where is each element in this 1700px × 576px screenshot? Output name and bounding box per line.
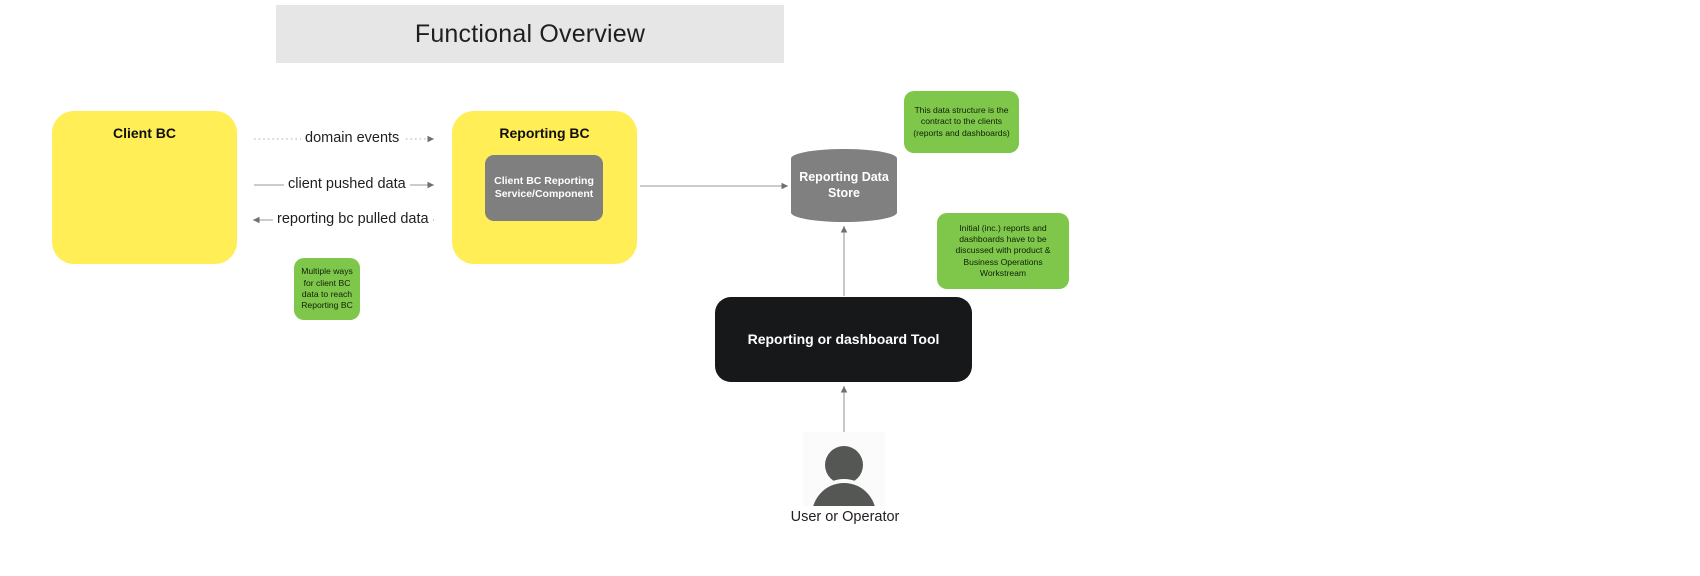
edge-label-client-pushed-data: client pushed data [284,176,410,192]
node-client-bc-label: Client BC [113,125,176,141]
person-icon [803,432,885,506]
node-client-bc[interactable]: Client BC [52,111,237,264]
node-reporting-service-component[interactable]: Client BC Reporting Service/Component [485,155,603,221]
node-actor-label: User or Operator [790,509,900,525]
node-reporting-data-store-label: Reporting Data Store [799,170,889,200]
node-reporting-tool-label: Reporting or dashboard Tool [747,331,940,348]
edge-label-domain-events: domain events [301,130,404,146]
node-reporting-bc-label: Reporting BC [499,125,590,141]
person-body [812,483,876,506]
edge-label-reporting-bc-pulled-data: reporting bc pulled data [273,211,433,227]
page-title: Functional Overview [414,19,646,48]
title-banner: Functional Overview [276,5,784,63]
note-initial-reports[interactable]: Initial (inc.) reports and dashboards ha… [937,213,1069,289]
node-reporting-tool[interactable]: Reporting or dashboard Tool [715,297,972,382]
node-reporting-data-store[interactable]: Reporting Data Store [791,149,897,222]
note-multiple-ways[interactable]: Multiple ways for client BC data to reac… [294,258,360,320]
note-contract[interactable]: This data structure is the contract to t… [904,91,1019,153]
person-head [825,446,863,484]
cylinder-shape [791,149,897,222]
